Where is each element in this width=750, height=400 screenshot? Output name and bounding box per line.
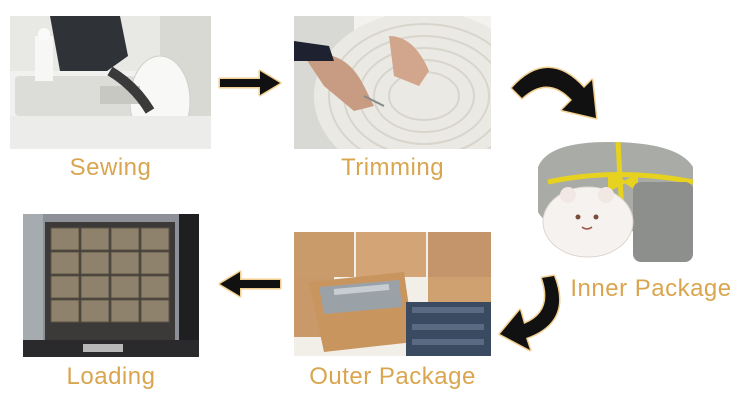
- rope-trimming-photo: [294, 16, 491, 149]
- step-label-inner-package: Inner Package: [570, 275, 732, 302]
- step-label-loading: Loading: [66, 363, 156, 390]
- step-label-trimming: Trimming: [340, 154, 445, 181]
- outer-package-photo: [294, 232, 491, 356]
- container-loading-photo: [23, 214, 199, 357]
- curved-arrow-icon: [508, 58, 608, 128]
- inner-package-photo: [528, 137, 714, 267]
- arrow-right-icon: [216, 269, 282, 299]
- arrow-right-icon: [218, 68, 284, 98]
- step-label-outer-package: Outer Package: [309, 363, 476, 390]
- curved-arrow-icon: [496, 272, 574, 362]
- step-label-sewing: Sewing: [69, 154, 152, 181]
- sewing-machine-photo: [10, 16, 211, 149]
